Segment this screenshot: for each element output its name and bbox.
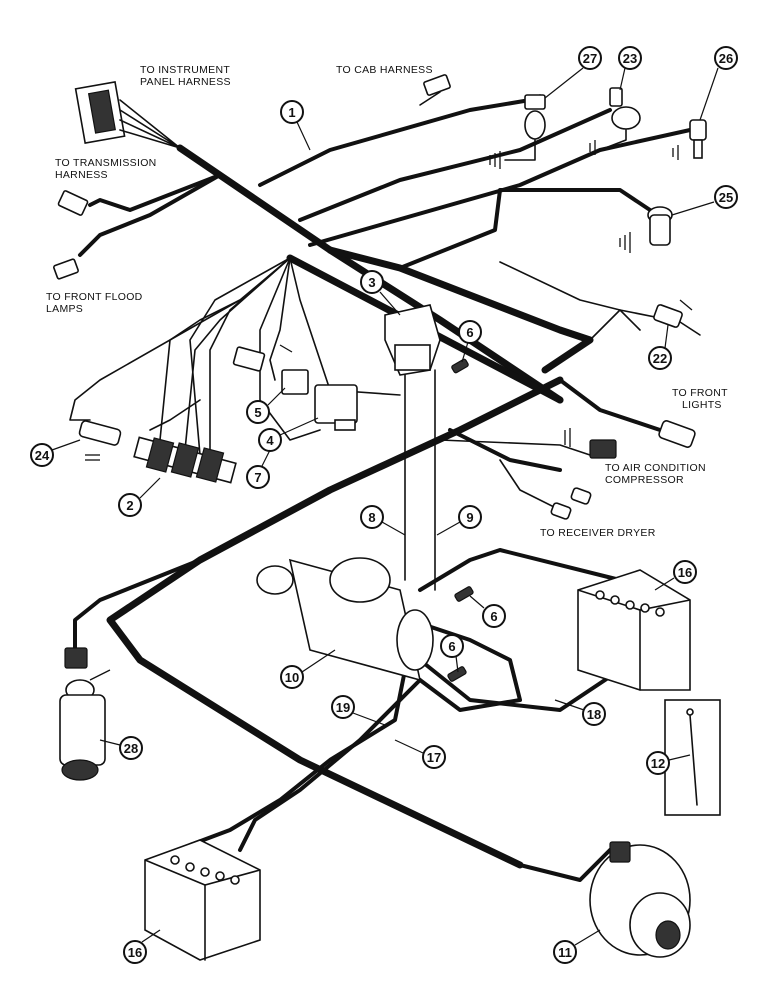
instrument-panel-connector <box>74 81 181 149</box>
callout-25: 25 <box>719 190 733 205</box>
relay-4 <box>314 384 358 431</box>
relay-3 <box>384 304 441 376</box>
upper-harness-branches <box>258 91 692 511</box>
component-28 <box>59 647 111 781</box>
label-flood-lamps-2: LAMPS <box>46 303 83 315</box>
sensor-23 <box>589 87 641 155</box>
callout-17: 17 <box>427 750 441 765</box>
text-labels: TO INSTRUMENT PANEL HARNESS TO CAB HARNE… <box>46 64 728 539</box>
callout-8: 8 <box>368 510 375 525</box>
starter-motor-10 <box>256 557 434 682</box>
callout-6-upper: 6 <box>466 325 473 340</box>
callout-18: 18 <box>587 707 601 722</box>
callout-1-circle <box>280 100 304 124</box>
sensor-24 <box>78 420 122 461</box>
battery-16-right <box>577 569 691 691</box>
label-transmission-1: TO TRANSMISSION <box>55 157 157 169</box>
callout-28: 28 <box>124 741 138 756</box>
fuse-6-upper <box>451 358 469 374</box>
callout-2: 2 <box>126 498 133 513</box>
sensor-25 <box>619 206 673 253</box>
label-air-condition-2: COMPRESSOR <box>605 474 684 486</box>
callout-7: 7 <box>254 470 261 485</box>
callout-19: 19 <box>336 700 350 715</box>
callout-9: 9 <box>466 510 473 525</box>
callout-16-right: 16 <box>678 565 692 580</box>
label-air-condition-1: TO AIR CONDITION <box>605 462 706 474</box>
left-harness-branches <box>69 173 401 652</box>
receiver-dryer-connectors <box>550 487 592 520</box>
callout-27: 27 <box>583 51 597 66</box>
callout-26: 26 <box>719 51 733 66</box>
callout-11: 11 <box>558 945 572 960</box>
callout-23: 23 <box>623 51 637 66</box>
callout-22: 22 <box>653 351 667 366</box>
callout-12: 12 <box>651 756 665 771</box>
sensor-27 <box>489 94 546 169</box>
label-transmission-2: HARNESS <box>55 169 108 181</box>
sensor-22 <box>653 299 701 336</box>
fuse-block-2 <box>133 436 237 484</box>
callout-4: 4 <box>266 433 274 448</box>
transmission-connector <box>57 190 89 216</box>
callout-6-middle: 6 <box>490 609 497 624</box>
main-harness <box>106 144 612 882</box>
flood-lamp-connector <box>53 258 79 280</box>
front-lights-connector <box>658 420 696 448</box>
sensor-26 <box>672 119 707 160</box>
ac-compressor-connector <box>564 428 617 459</box>
callout-6-lower: 6 <box>448 639 455 654</box>
callout-10: 10 <box>285 670 299 685</box>
callout-16-left: 16 <box>128 945 142 960</box>
callout-24: 24 <box>35 448 50 463</box>
label-instrument-panel-1: TO INSTRUMENT <box>140 64 230 76</box>
label-cab-harness: TO CAB HARNESS <box>336 64 433 76</box>
label-front-lights-1: TO FRONT <box>672 387 728 399</box>
label-flood-lamps-1: TO FRONT FLOOD <box>46 291 143 303</box>
fuse-6-middle <box>447 586 474 682</box>
callout-1: 1 <box>288 105 295 120</box>
label-receiver-dryer: TO RECEIVER DRYER <box>540 527 656 539</box>
component-12 <box>664 699 721 816</box>
connector-5 <box>232 344 309 395</box>
label-instrument-panel-2: PANEL HARNESS <box>140 76 231 88</box>
callouts: 1 27 23 26 25 3 6 22 5 4 24 7 <box>30 46 738 964</box>
callout-5: 5 <box>254 405 261 420</box>
label-front-lights-2: LIGHTS <box>682 399 722 411</box>
battery-16-left <box>144 839 261 961</box>
callout-3: 3 <box>368 275 375 290</box>
alternator-11 <box>589 841 691 958</box>
cab-harness-connector <box>423 74 451 96</box>
